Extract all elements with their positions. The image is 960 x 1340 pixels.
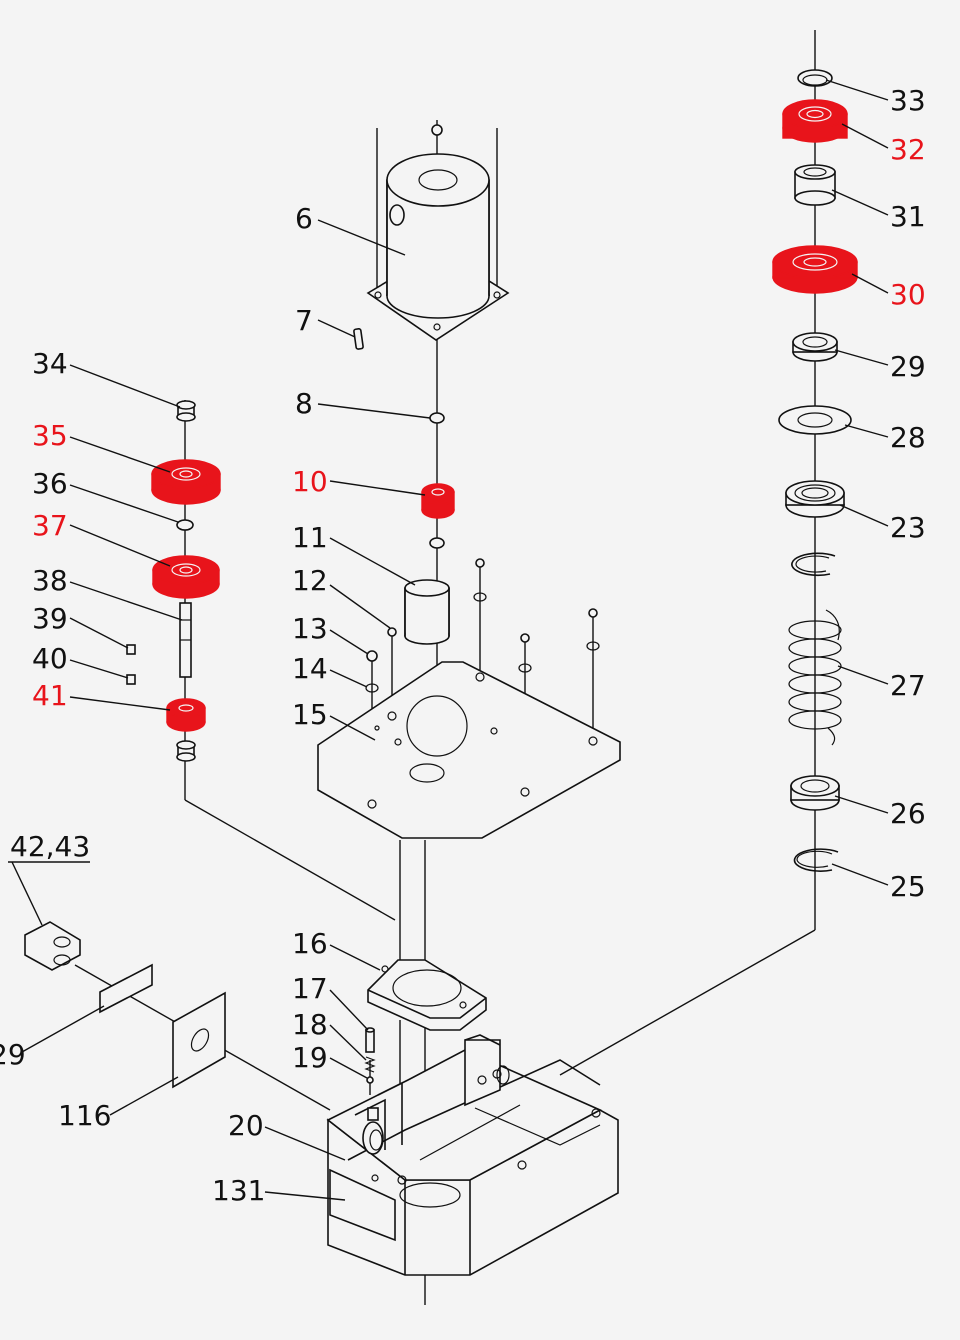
- part-bottom-collar: [176, 740, 196, 762]
- part-29-nut: [792, 332, 838, 362]
- callout-17: 17: [292, 972, 328, 1005]
- part-6-motor: [366, 124, 510, 341]
- part-23-bearing: [785, 480, 845, 518]
- callout-131: 131: [212, 1174, 265, 1207]
- callout-36: 36: [32, 467, 68, 500]
- part-26-seal: [790, 775, 840, 811]
- callout-34: 34: [32, 347, 68, 380]
- part-40-key: [126, 674, 136, 685]
- callout-29l: 29: [0, 1038, 26, 1071]
- callout-6: 6: [295, 202, 313, 235]
- part-33-snap-ring: [797, 69, 833, 87]
- callout-41: 41: [32, 679, 68, 712]
- part-11-bushing: [404, 579, 450, 645]
- callout-15: 15: [292, 698, 328, 731]
- callout-20: 20: [228, 1109, 264, 1142]
- leader-lines: [8, 79, 889, 1201]
- part-16-flange: [367, 959, 487, 1031]
- callout-7: 7: [295, 304, 313, 337]
- part-29-left-plate: [99, 963, 153, 1014]
- part-17-pin: [365, 1027, 375, 1053]
- part-32-gear: [782, 99, 848, 143]
- callout-32: 32: [890, 133, 926, 166]
- part-19-ball: [366, 1076, 374, 1084]
- part-20-housing: [326, 1034, 619, 1276]
- part-42-43-bracket: [24, 921, 81, 971]
- callout-23: 23: [890, 511, 926, 544]
- callout-28: 28: [890, 421, 926, 454]
- callout-116: 116: [58, 1099, 111, 1132]
- callout-16: 16: [292, 927, 328, 960]
- part-34-collar: [176, 400, 196, 422]
- callout-10: 10: [292, 465, 328, 498]
- part-30-gear: [772, 245, 858, 294]
- callout-31: 31: [890, 200, 926, 233]
- part-8-ring: [429, 412, 445, 424]
- part-39-key: [126, 644, 136, 655]
- part-41-gear: [166, 698, 206, 732]
- part-131-window: [329, 1168, 396, 1242]
- callout-40: 40: [32, 642, 68, 675]
- part-35-gear: [151, 459, 221, 505]
- callout-19: 19: [292, 1041, 328, 1074]
- callout-29r: 29: [890, 350, 926, 383]
- part-37-gear: [152, 555, 220, 599]
- callout-25: 25: [890, 870, 926, 903]
- callout-35: 35: [32, 419, 68, 452]
- part-7-key: [353, 327, 364, 350]
- part-28-washer: [778, 405, 852, 435]
- callout-18: 18: [292, 1008, 328, 1041]
- callout-8: 8: [295, 387, 313, 420]
- callout-27: 27: [890, 669, 926, 702]
- part-18-spring: [364, 1056, 376, 1073]
- callout-13: 13: [292, 612, 328, 645]
- callout-37: 37: [32, 509, 68, 542]
- callout-11: 11: [292, 521, 328, 554]
- part-27-spring: [788, 609, 842, 746]
- part-25-retaining-ring: [793, 848, 839, 872]
- part-screws: [365, 558, 600, 693]
- callout-39: 39: [32, 602, 68, 635]
- part-116-plate: [172, 991, 226, 1089]
- part-circlip: [791, 552, 836, 577]
- callout-labels: 33 32 31 30 29 28 23 27 26 25 6 7 8 10 11 12 13 14 15 34 35 3…: [0, 84, 926, 1207]
- part-10-gear: [421, 483, 455, 519]
- part-38-shaft: [179, 602, 192, 678]
- callout-38: 38: [32, 564, 68, 597]
- callout-12: 12: [292, 564, 328, 597]
- part-center-ring: [429, 537, 445, 549]
- part-15-base-plate: [317, 661, 621, 839]
- callout-4243: 42,43: [10, 830, 90, 863]
- callout-30: 30: [890, 278, 926, 311]
- callout-26: 26: [890, 797, 926, 830]
- callout-33: 33: [890, 84, 926, 117]
- part-36-ring: [176, 519, 194, 531]
- part-31-spacer: [794, 164, 836, 206]
- callout-14: 14: [292, 652, 328, 685]
